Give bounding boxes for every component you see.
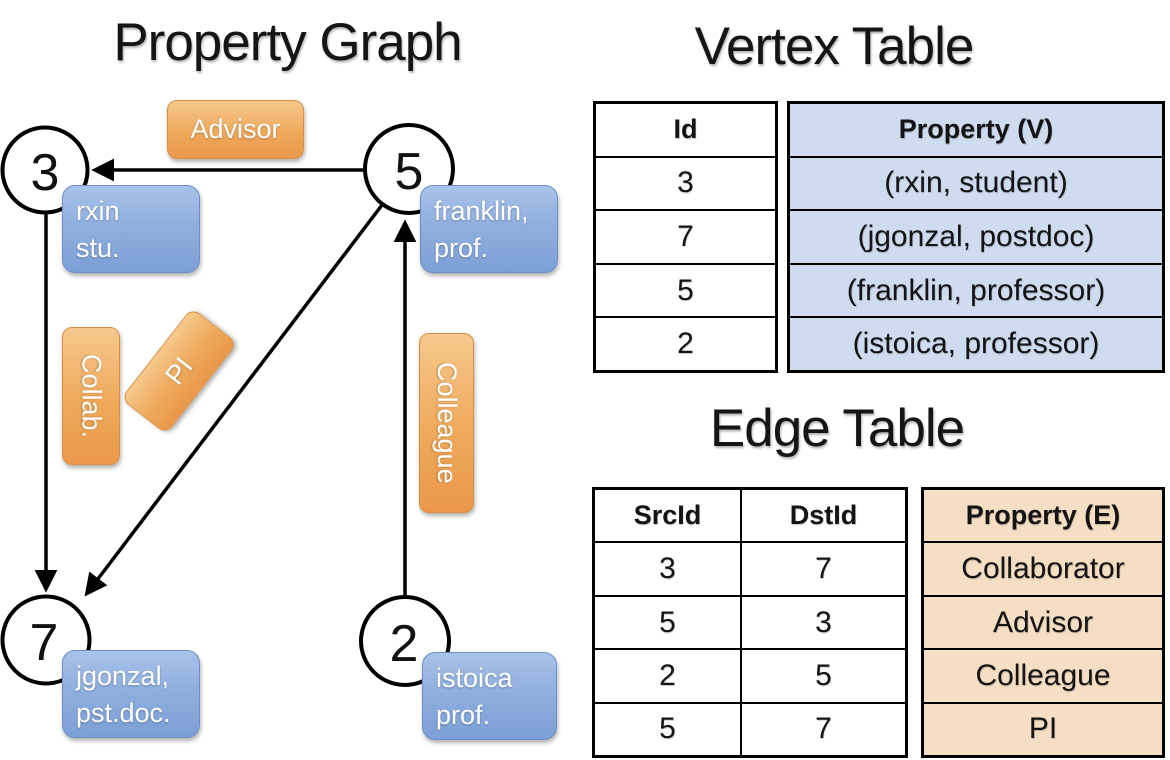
node-3-label: rxin stu.	[62, 185, 200, 273]
edge-collab-label: Collab.	[62, 327, 120, 465]
node-5-label: franklin, prof.	[420, 185, 558, 273]
edge-table-property-column: Property (E) Collaborator Advisor Collea…	[921, 487, 1165, 758]
vertex-table: Id 3 7 5 2 Property (V) (rxin, student) …	[593, 101, 1165, 373]
node-5-id: 5	[394, 143, 424, 201]
vertex-table-property-header: Property (V)	[898, 114, 1054, 145]
node-2-id: 2	[389, 615, 419, 673]
edge-table-dstid-cell: 3	[742, 594, 905, 648]
vertex-table-property-cell: (franklin, professor)	[790, 262, 1162, 317]
vertex-table-id-cell: 7	[596, 209, 775, 263]
edge-table-srcid-cell: 5	[595, 701, 740, 755]
node-3-label-line2: stu.	[76, 233, 120, 263]
edge-table-property-cell: Colleague	[924, 648, 1162, 701]
edge-colleague-label: Colleague	[419, 333, 474, 513]
edge-advisor-label: Advisor	[167, 100, 304, 159]
node-2-label: istoica prof.	[422, 652, 557, 740]
edge-table-dstid-cell: 5	[742, 648, 905, 701]
edge-table-srcid-header: SrcId	[633, 500, 702, 531]
node-5-label-line2: prof.	[434, 233, 489, 263]
edge-table-srcid-cell: 3	[595, 541, 740, 594]
node-7-id: 7	[29, 614, 59, 672]
property-graph-title: Property Graph	[113, 13, 462, 72]
node-5-label-line1: franklin,	[434, 196, 529, 226]
vertex-table-column-gap	[778, 101, 787, 373]
vertex-table-property-cell: (rxin, student)	[790, 155, 1162, 210]
edge-table: SrcId 3 5 2 5 DstId 7 3 5 7 Property (E)…	[592, 487, 1165, 758]
vertex-table-property-cell: (istoica, professor)	[790, 316, 1162, 370]
vertex-table-property-cell: (jgonzal, postdoc)	[790, 209, 1162, 263]
node-2-label-line2: prof.	[436, 700, 491, 730]
vertex-table-id-cell: 2	[596, 316, 775, 370]
node-7-label-line2: pst.doc.	[76, 698, 171, 728]
edge-table-dstid-cell: 7	[742, 541, 905, 594]
edge-table-property-cell: PI	[924, 701, 1162, 755]
edge-table-property-cell: Collaborator	[924, 541, 1162, 594]
edge-table-srcid-column: SrcId 3 5 2 5	[592, 487, 740, 758]
node-2-label-line1: istoica	[436, 663, 513, 693]
edge-table-srcid-cell: 5	[595, 594, 740, 648]
edge-table-column-gap	[908, 487, 921, 758]
vertex-table-property-column: Property (V) (rxin, student) (jgonzal, p…	[787, 101, 1165, 373]
vertex-table-title: Vertex Table	[694, 17, 975, 76]
edge-table-title: Edge Table	[709, 399, 965, 458]
node-7-label: jgonzal, pst.doc.	[62, 650, 200, 738]
edge-table-property-cell: Advisor	[924, 594, 1162, 648]
edge-table-dstid-cell: 7	[742, 701, 905, 755]
edge-table-property-header: Property (E)	[965, 500, 1121, 531]
edge-table-dstid-header: DstId	[789, 500, 858, 531]
node-3-label-line1: rxin	[76, 196, 120, 226]
edge-table-srcid-cell: 2	[595, 648, 740, 701]
vertex-table-id-cell: 3	[596, 155, 775, 210]
vertex-table-id-header: Id	[673, 114, 698, 145]
node-7-label-line1: jgonzal,	[76, 661, 170, 691]
node-3-id: 3	[30, 144, 60, 202]
vertex-table-id-cell: 5	[596, 262, 775, 317]
edge-table-dstid-column: DstId 7 3 5 7	[740, 487, 908, 758]
edge-pi-line	[84, 203, 384, 597]
vertex-table-id-column: Id 3 7 5 2	[593, 101, 778, 373]
